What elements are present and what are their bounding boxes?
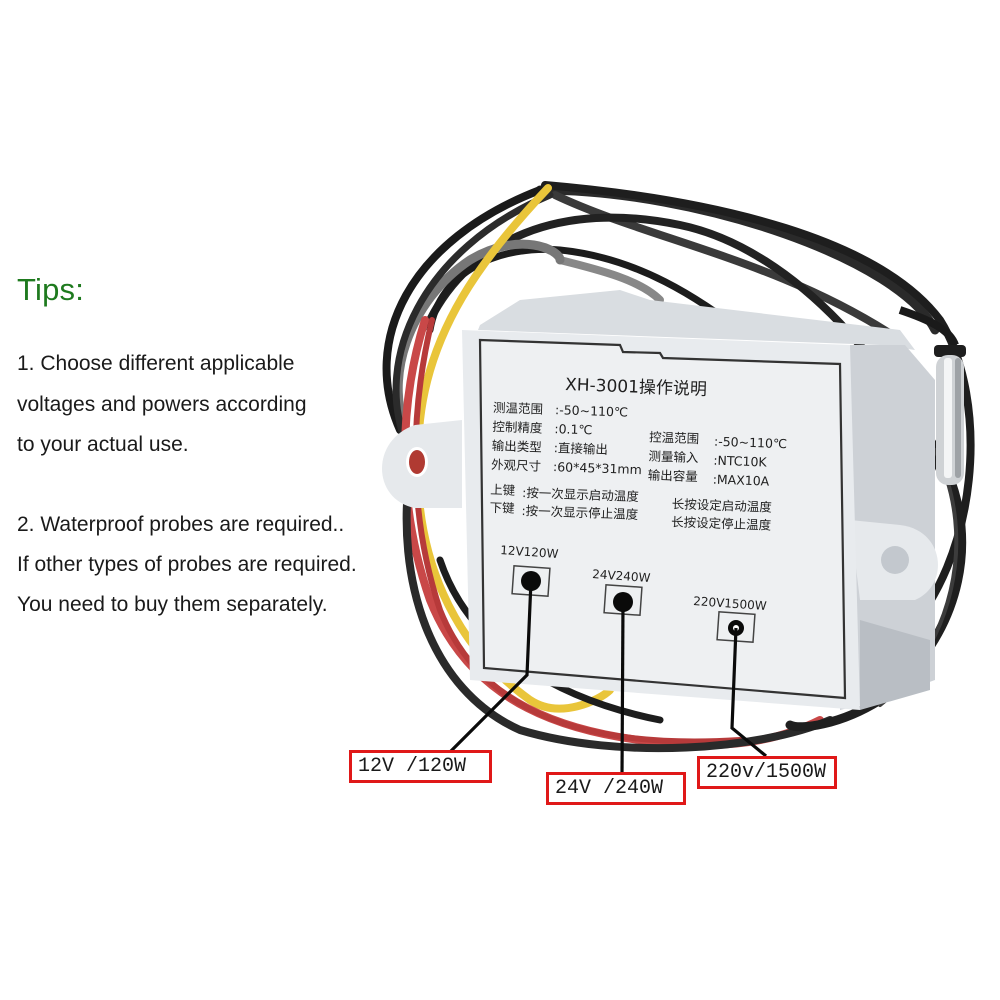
device-title: XH-3001操作说明: [565, 375, 707, 400]
variant-label-220v: 220V1500W: [693, 594, 767, 613]
thermostat-housing: [381, 290, 938, 710]
tips-title: Tips:: [17, 272, 85, 307]
key-up-label: 上键: [490, 482, 516, 498]
spec-value-output-type: :直接输出: [553, 440, 608, 457]
temperature-probe: [898, 306, 966, 485]
tip-1-line-1: 1. Choose different applicable: [17, 352, 295, 375]
key-down-label: 下键: [489, 500, 515, 516]
key-down-hold: 长按设定停止温度: [671, 514, 772, 532]
callout-12v-120w: 12V /120W: [349, 750, 492, 783]
tip-1-line-2: voltages and powers according: [17, 393, 307, 416]
key-up-hold: 长按设定启动温度: [672, 496, 773, 514]
tip-1-line-3: to your actual use.: [17, 433, 189, 456]
spec-label-precision: 控制精度: [492, 419, 543, 436]
key-down-press: :按一次显示停止温度: [521, 503, 639, 522]
spec-value-input: :NTC10K: [713, 453, 768, 470]
variant-label-24v: 24V240W: [592, 567, 651, 585]
spec-value-measure-range: :-50~110℃: [555, 402, 628, 420]
callout-220v-1500w: 220v/1500W: [697, 756, 837, 789]
tip-2-line-2: If other types of probes are required.: [17, 553, 357, 576]
spec-label: XH-3001操作说明 测温范围 :-50~110℃ 控制精度 :0.1℃ 输出…: [489, 375, 787, 644]
spec-label-control-range: 控温范围: [649, 429, 700, 446]
tip-2-line-3: You need to buy them separately.: [17, 593, 328, 616]
spec-value-precision: :0.1℃: [554, 421, 593, 437]
callout-pointers: [448, 571, 768, 777]
spec-label-capacity: 输出容量: [648, 467, 699, 484]
callout-24v-240w: 24V /240W: [546, 772, 686, 805]
variant-label-12v: 12V120W: [500, 543, 559, 561]
tip-2-line-1: 2. Waterproof probes are required..: [17, 513, 345, 536]
spec-value-dimensions: :60*45*31mm: [553, 459, 642, 477]
spec-label-output-type: 输出类型: [492, 438, 543, 455]
spec-value-control-range: :-50~110℃: [714, 434, 787, 452]
key-up-press: :按一次显示启动温度: [522, 485, 640, 504]
spec-value-capacity: :MAX10A: [712, 472, 770, 489]
spec-label-input: 测量输入: [648, 448, 699, 465]
spec-label-dimensions: 外观尺寸: [491, 457, 542, 474]
spec-label-measure-range: 测温范围: [493, 400, 544, 417]
